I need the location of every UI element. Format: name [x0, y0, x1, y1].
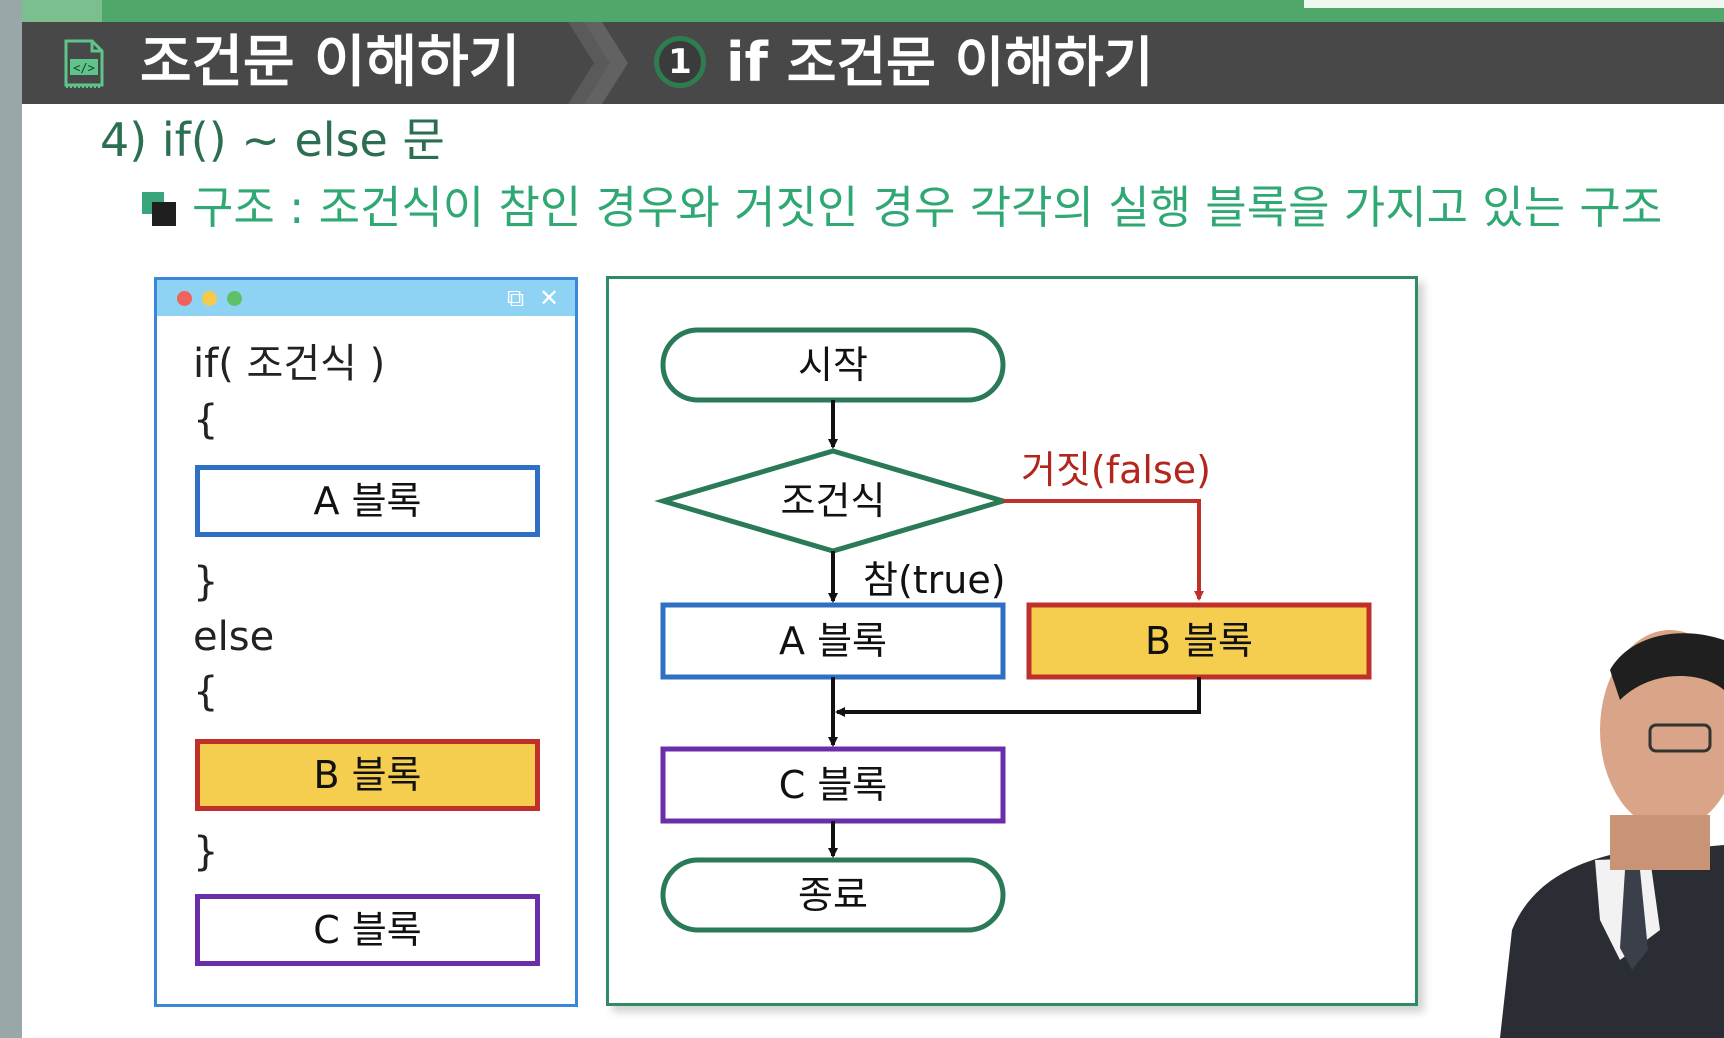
- flow-block-a-label: A 블록: [663, 605, 1003, 677]
- code-open-brace-2: {: [193, 668, 218, 716]
- bullet-text: 구조 : 조건식이 참인 경우와 거짓인 경우 각각의 실행 블록을 가지고 있…: [192, 178, 1662, 238]
- start-label: 시작: [663, 330, 1003, 400]
- slide-header: </> 조건문 이해하기 1 if 조건문 이해하기: [22, 22, 1724, 104]
- code-block-a: A 블록: [195, 465, 540, 537]
- presenter-video: [1500, 630, 1724, 1038]
- close-icon: ✕: [539, 284, 559, 312]
- maximize-dot-icon: [227, 291, 242, 306]
- false-branch-label: 거짓(false): [1021, 439, 1211, 494]
- flow-block-c-label: C 블록: [663, 749, 1003, 821]
- code-block-c: C 블록: [195, 894, 540, 966]
- false-branch-arrow: [1003, 501, 1199, 599]
- header-title: 조건문 이해하기: [140, 30, 520, 96]
- code-open-brace: {: [193, 396, 218, 444]
- close-dot-icon: [177, 291, 192, 306]
- code-close-brace-2: }: [193, 828, 218, 876]
- flow-block-b-label: B 블록: [1029, 605, 1369, 677]
- end-label: 종료: [663, 860, 1003, 930]
- arrow-b-merge: [837, 677, 1199, 712]
- code-close-brace: }: [193, 558, 218, 606]
- code-file-icon: </>: [62, 39, 106, 89]
- section-title: 4) if() ~ else 문: [100, 110, 445, 170]
- restore-icon: ⧉: [507, 284, 524, 312]
- flowchart-panel: 시작 조건식 거짓(false) 참(true) A 블록 B 블록 C 블록 …: [606, 276, 1418, 1006]
- code-block-b: B 블록: [195, 739, 540, 811]
- left-edge-strip: [0, 0, 22, 1038]
- square-bullet-icon: [142, 192, 176, 226]
- top-accent-highlight: [1304, 0, 1724, 8]
- header-subtitle: if 조건문 이해하기: [726, 30, 1153, 96]
- svg-text:</>: </>: [73, 61, 95, 75]
- top-accent-corner: [22, 0, 102, 22]
- code-window: ⧉ ✕ if( 조건식 ) { A 블록 } else { B 블록 } C 블…: [154, 277, 578, 1007]
- condition-label: 조건식: [663, 476, 1003, 526]
- code-window-titlebar: ⧉ ✕: [157, 280, 575, 316]
- step-number-badge: 1: [654, 36, 706, 88]
- presenter-silhouette: [1500, 630, 1724, 1038]
- true-branch-label: 참(true): [863, 549, 1006, 604]
- breadcrumb-chevron-icon: [562, 22, 634, 104]
- code-if-line: if( 조건식 ): [193, 340, 385, 388]
- code-else-line: else: [193, 613, 274, 661]
- minimize-dot-icon: [202, 291, 217, 306]
